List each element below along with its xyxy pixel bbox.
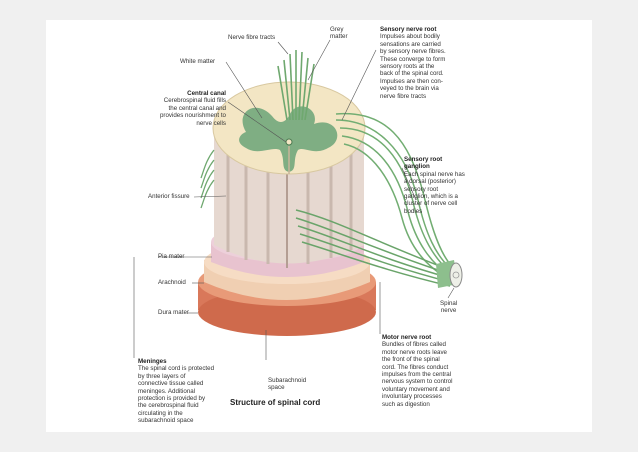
- label-motor-nerve-root: Motor nerve root Bundles of fibres calle…: [382, 334, 492, 408]
- label-sensory-nerve-root: Sensory nerve root Impulses about bodily…: [380, 26, 490, 100]
- ganglion-desc: Each spinal nerve has a dorsal (posterio…: [404, 170, 465, 215]
- label-grey-matter: Grey matter: [330, 26, 348, 41]
- nerve-fibre-tracts: [277, 50, 315, 121]
- label-nerve-fibre-tracts: Nerve fibre tracts: [228, 34, 276, 41]
- diagram-caption: Structure of spinal cord: [230, 398, 321, 407]
- label-sensory-root-ganglion: Sensory root ganglion Each spinal nerve …: [404, 156, 514, 215]
- spinal-nerve: [436, 260, 463, 288]
- meninges-desc: The spinal cord is protected by three la…: [138, 365, 215, 425]
- label-meninges: Meninges The spinal cord is protected by…: [138, 358, 238, 425]
- diagram-page: Nerve fibre tracts Grey matter White mat…: [46, 20, 592, 432]
- spinal-cord-illustration: [133, 39, 463, 360]
- leader-lines: [133, 39, 455, 360]
- sensory-root-title: Sensory nerve root: [380, 26, 437, 33]
- sensory-root-fibres: [335, 112, 451, 281]
- motor-root-fibres: [295, 209, 451, 287]
- motor-root-title: Motor nerve root: [382, 334, 432, 341]
- label-central-canal: Central canal Cerebrospinal fluid fills …: [128, 90, 226, 127]
- central-canal-title: Central canal: [187, 90, 226, 97]
- label-anterior-fissure: Anterior fissure: [148, 193, 190, 200]
- meninges-title: Meninges: [138, 358, 167, 365]
- label-arachnoid: Arachnoid: [158, 279, 186, 286]
- motor-root-desc: Bundles of fibres called motor nerve roo…: [382, 341, 453, 408]
- ganglion-title: Sensory root ganglion: [404, 156, 443, 171]
- label-white-matter: White matter: [180, 58, 216, 65]
- sensory-root-desc: Impulses about bodily sensations are car…: [380, 33, 446, 100]
- central-canal-desc: Cerebrospinal fluid fills the central ca…: [159, 97, 226, 127]
- label-dura-mater: Dura mater: [158, 309, 189, 316]
- label-spinal-nerve: Spinal nerve: [440, 300, 458, 315]
- label-subarachnoid-space: Subarachnoid space: [268, 377, 307, 392]
- label-pia-mater: Pia mater: [158, 253, 185, 260]
- left-root-fibres: [200, 149, 215, 209]
- cord-cross-section: [212, 81, 366, 175]
